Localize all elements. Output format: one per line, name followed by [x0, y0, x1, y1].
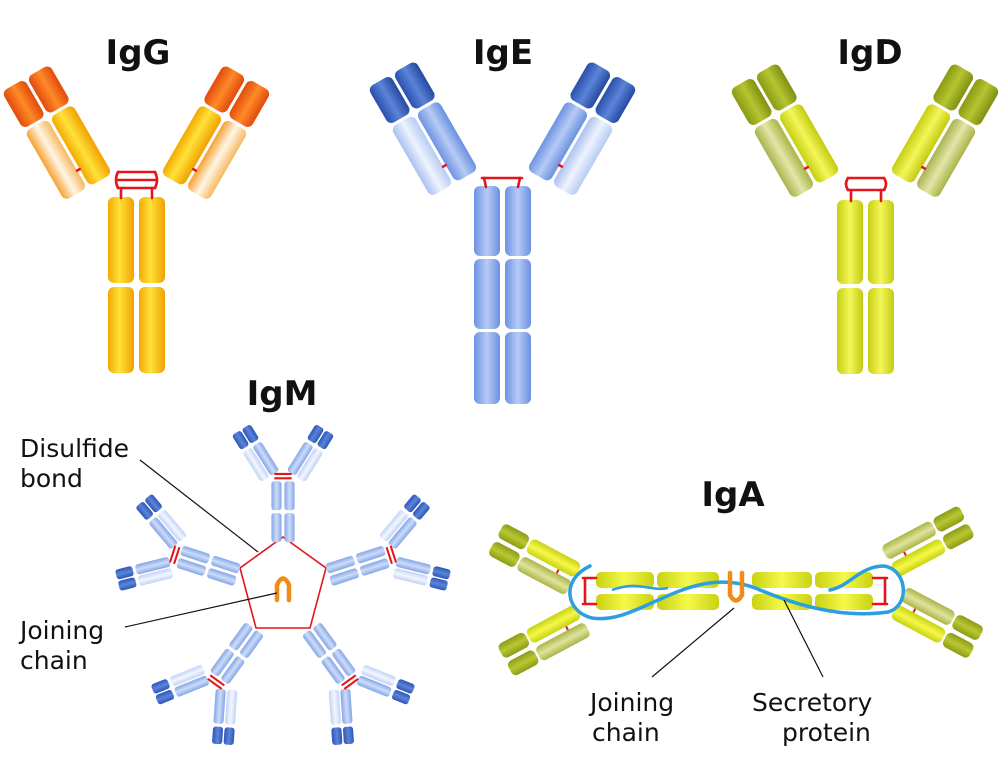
iga-heavy-chain-constant	[596, 572, 654, 588]
igg-heavy-chain-constant	[108, 287, 134, 373]
igg-left-arm	[3, 66, 111, 199]
iga-heavy-chain-constant	[657, 594, 719, 610]
igm-monomers	[115, 425, 451, 745]
igd-heavy-chain-constant	[868, 288, 894, 374]
igg-heavy-chain-constant	[108, 197, 134, 283]
igm-monomer	[151, 623, 264, 745]
iga-heavy-chain-constant	[752, 572, 812, 588]
iga-fab-arm	[891, 587, 983, 658]
ige-heavy-chain-constant	[474, 259, 500, 329]
iga-joining-chain	[727, 570, 745, 603]
igg-disulfide-bonds	[114, 170, 159, 200]
ige-left-arm	[369, 62, 477, 195]
iga-secretory-label: Secretory protein	[752, 688, 880, 747]
igg-heavy-chain-constant	[139, 197, 165, 283]
igm-antibody: IgM Disulfide bond Joining chain	[18, 374, 451, 745]
ige-heavy-chain-constant	[505, 332, 531, 404]
iga-secretory-protein	[568, 564, 905, 621]
igd-right-arm	[891, 64, 999, 197]
iga-joining-label: Joining chain	[588, 688, 682, 747]
igd-heavy-chain-constant	[837, 200, 863, 284]
iga-title: IgA	[701, 475, 765, 515]
igm-joining-leader	[124, 592, 278, 628]
igd-heavy-chain-constant	[837, 288, 863, 374]
iga-arms	[489, 506, 983, 676]
igm-title: IgM	[247, 374, 318, 414]
iga-disulfide-bonds	[581, 576, 889, 606]
ige-heavy-chain-constant	[505, 259, 531, 329]
igm-disulfide-leader	[139, 459, 259, 553]
ige-disulfide-bonds	[480, 176, 524, 189]
igd-left-arm	[731, 64, 839, 197]
ige-title: IgE	[473, 33, 533, 73]
iga-joining-leader	[651, 607, 735, 678]
igm-monomer	[115, 494, 241, 591]
iga-fab-arm	[489, 524, 581, 595]
iga-heavy-chain-constant	[596, 594, 654, 610]
igg-title: IgG	[106, 33, 171, 73]
ige-antibody: IgE	[369, 33, 636, 404]
igd-disulfide-bonds	[844, 176, 888, 203]
iga-secretory-leader	[783, 599, 824, 678]
igd-antibody: IgD	[731, 33, 999, 374]
ige-heavy-chain-constant	[505, 186, 531, 256]
igd-heavy-chain-constant	[868, 200, 894, 284]
igd-title: IgD	[837, 33, 902, 73]
ige-heavy-chain-constant	[474, 332, 500, 404]
igm-monomer	[325, 494, 451, 591]
igm-disulfide-label: Disulfide bond	[20, 434, 137, 493]
ige-right-arm	[528, 62, 636, 195]
igg-heavy-chain-constant	[139, 287, 165, 373]
igg-antibody: IgG	[3, 33, 270, 373]
igm-disulfide-ring	[239, 536, 327, 629]
igm-joining-chain	[274, 576, 292, 603]
igg-right-arm	[162, 66, 270, 199]
iga-heavy-chain-constant	[815, 594, 873, 610]
igm-joining-label: Joining chain	[18, 616, 112, 675]
igm-monomer	[232, 425, 334, 543]
iga-fab-arm	[882, 506, 974, 577]
igm-monomer	[302, 623, 415, 745]
iga-antibody: IgA Joining chain Secretory protein	[489, 475, 983, 747]
iga-heavy-chain-constant	[657, 572, 719, 588]
iga-heavy-chain-constant	[752, 594, 812, 610]
ige-heavy-chain-constant	[474, 186, 500, 256]
iga-fab-arm	[498, 605, 590, 676]
